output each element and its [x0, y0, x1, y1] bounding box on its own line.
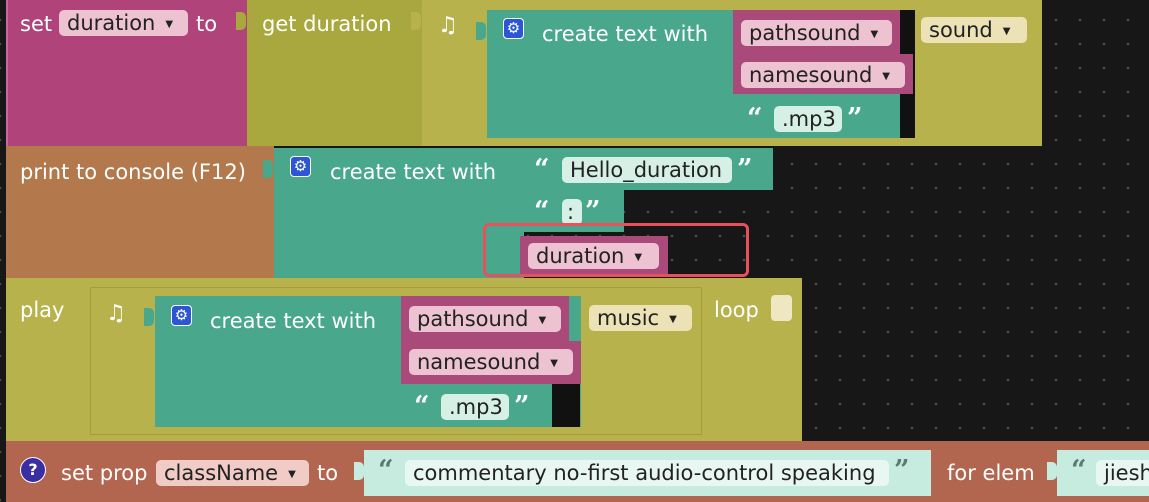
set-prop-label: set prop: [61, 461, 148, 485]
classname-dropdown[interactable]: className ▼: [156, 460, 309, 486]
for-elem-label: for elem: [947, 461, 1035, 485]
open-quote-icon: “: [534, 196, 550, 227]
variable-dropdown-value: duration: [67, 11, 156, 35]
pathsound-dropdown[interactable]: pathsound ▼: [409, 306, 561, 332]
hello-duration-field[interactable]: Hello_duration: [562, 157, 732, 183]
loop-checkbox[interactable]: [771, 295, 792, 321]
dropdown-arrow-icon: ▼: [882, 71, 890, 82]
puzzle-connector: [476, 22, 486, 40]
play-label: play: [20, 298, 65, 322]
get-duration-label: get duration: [262, 12, 392, 36]
open-quote-icon: “: [1071, 455, 1087, 486]
variable-dropdown[interactable]: duration ▼: [59, 10, 188, 36]
elem-value-field[interactable]: jiesh: [1096, 460, 1149, 486]
pathsound-dropdown[interactable]: pathsound ▼: [741, 20, 892, 46]
puzzle-connector: [79, 300, 89, 318]
highlight-box: [483, 223, 749, 277]
sound-type-value: sound: [929, 18, 993, 42]
text-literal-field[interactable]: .mp3: [774, 106, 842, 132]
prop-to-label: to: [317, 461, 339, 485]
gear-icon[interactable]: ⚙: [290, 156, 311, 177]
duration-var-value: duration: [536, 244, 625, 268]
get-duration-block[interactable]: [247, 0, 427, 146]
namesound-value: namesound: [417, 350, 541, 374]
create-text-label: create text with: [210, 309, 377, 333]
dropdown-arrow-icon: ▼: [165, 19, 174, 30]
namesound-dropdown[interactable]: namesound ▼: [409, 349, 573, 375]
close-quote-icon: ”: [847, 103, 863, 134]
close-quote-icon: ”: [737, 154, 753, 185]
close-quote-icon: ”: [514, 391, 530, 422]
puzzle-connector: [144, 308, 154, 326]
gear-icon[interactable]: ⚙: [171, 305, 192, 326]
sound-type-dropdown[interactable]: sound ▼: [921, 17, 1027, 43]
dropdown-arrow-icon: ▼: [288, 469, 296, 480]
dropdown-arrow-icon: ▼: [1002, 26, 1011, 37]
namesound-dropdown[interactable]: namesound ▼: [741, 62, 905, 88]
help-icon[interactable]: ?: [20, 457, 46, 483]
create-text-label: create text with: [542, 22, 709, 46]
music-type-dropdown[interactable]: music ▼: [589, 305, 692, 331]
text-literal-field[interactable]: .mp3: [441, 394, 509, 420]
to-label: to: [196, 12, 218, 36]
classname-value-field[interactable]: commentary no-first audio-control speaki…: [405, 460, 889, 486]
dropdown-arrow-icon: ▼: [870, 29, 879, 40]
dropdown-arrow-icon: ▼: [634, 252, 643, 263]
puzzle-connector: [354, 462, 364, 480]
puzzle-connector: [236, 12, 246, 30]
dropdown-arrow-icon: ▼: [538, 315, 547, 326]
open-quote-icon: “: [534, 154, 550, 185]
create-text-block[interactable]: [487, 10, 733, 138]
music-type-value: music: [597, 306, 660, 330]
print-block[interactable]: [6, 146, 274, 278]
set-label: set: [20, 12, 53, 36]
puzzle-connector: [263, 160, 273, 178]
open-quote-icon: “: [378, 455, 394, 486]
dropdown-arrow-icon: ▼: [550, 358, 558, 369]
create-text-block[interactable]: [155, 296, 401, 427]
close-quote-icon: ”: [585, 196, 601, 227]
classname-value: className: [164, 461, 279, 485]
namesound-value: namesound: [749, 63, 873, 87]
music-note-icon: ♫: [438, 13, 458, 38]
create-text-block[interactable]: [274, 148, 520, 278]
loop-label: loop: [714, 298, 759, 322]
puzzle-connector: [411, 12, 421, 30]
empty-slot: [552, 384, 580, 427]
pathsound-value: pathsound: [417, 307, 529, 331]
puzzle-connector: [1047, 462, 1057, 480]
colon-field[interactable]: :: [562, 199, 582, 225]
music-note-icon: ♫: [106, 301, 126, 326]
duration-var-dropdown[interactable]: duration ▼: [528, 243, 659, 269]
print-label: print to console (F12): [20, 160, 246, 184]
pathsound-value: pathsound: [749, 21, 861, 45]
open-quote-icon: “: [747, 103, 763, 134]
gear-icon[interactable]: ⚙: [503, 18, 524, 39]
help-icon-glyph: ?: [28, 460, 38, 479]
dropdown-arrow-icon: ▼: [669, 314, 677, 325]
open-quote-icon: “: [414, 391, 430, 422]
create-text-label: create text with: [330, 160, 497, 184]
close-quote-icon: ”: [894, 455, 910, 486]
